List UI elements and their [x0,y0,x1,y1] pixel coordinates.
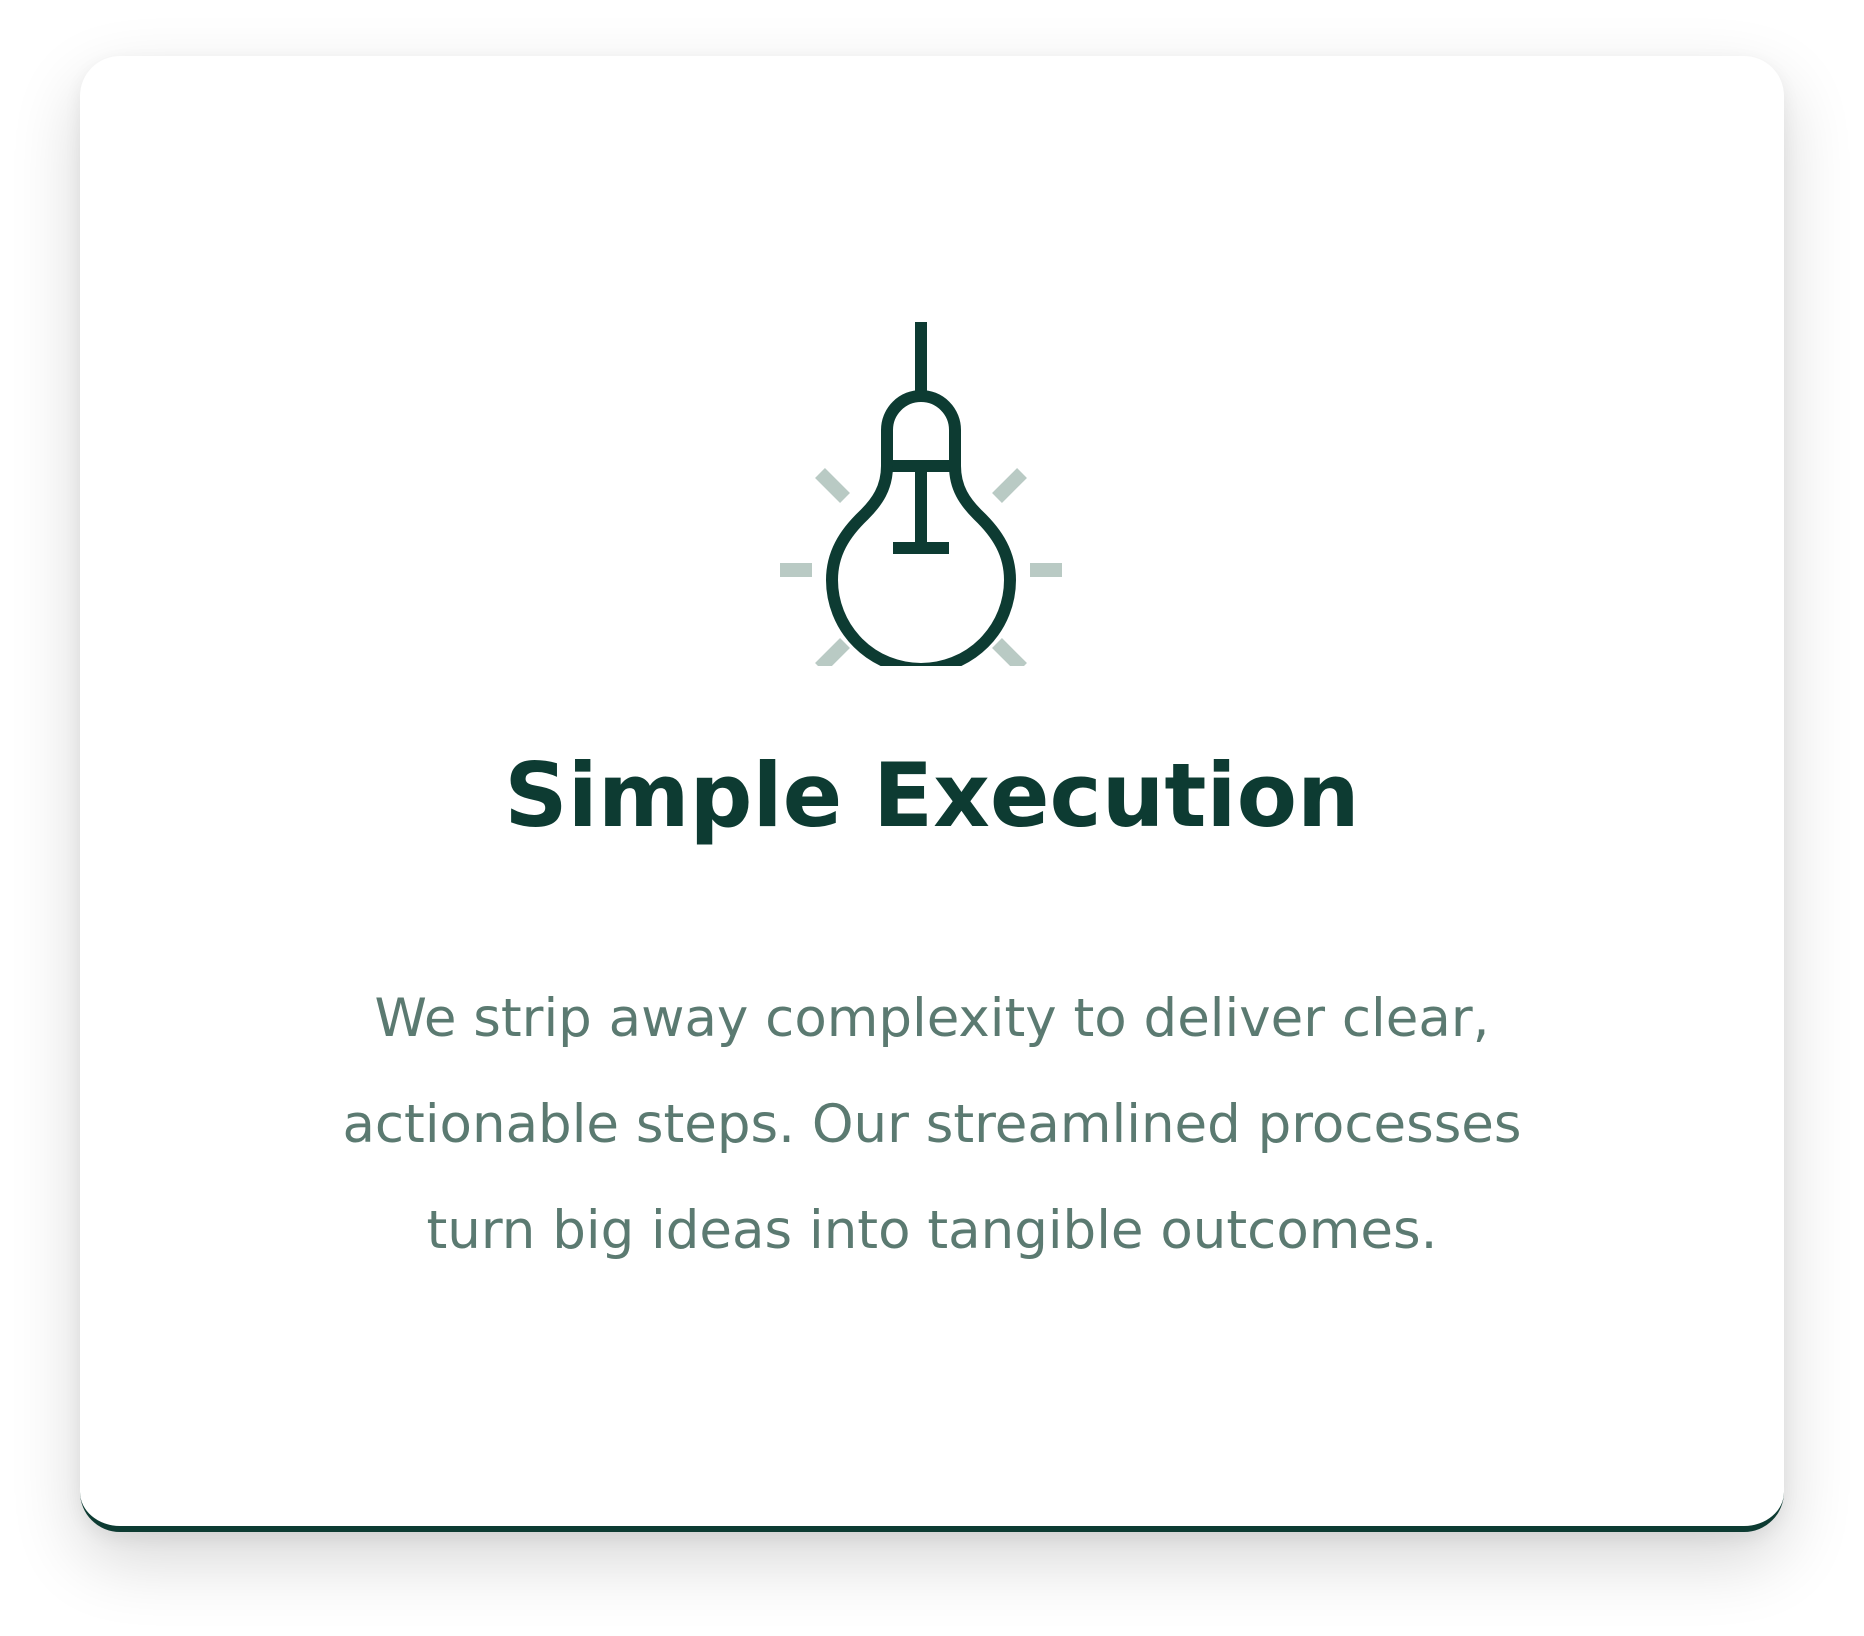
ray-top-right [992,468,1027,503]
lightbulb-icon-svg [780,322,1062,666]
bulb-glass [826,465,1016,666]
card-description: We strip away complexity to deliver clea… [342,988,1522,1261]
light-rays [780,468,1062,666]
card-title: Simple Execution [504,744,1360,847]
feature-card: Simple Execution We strip away complexit… [80,56,1784,1532]
bulb [826,322,1016,666]
lightbulb-icon [780,266,1084,666]
ray-bottom-right [992,638,1027,666]
ray-bottom-left [815,638,850,666]
bulb-socket [881,390,961,466]
ray-top-left [815,468,850,503]
